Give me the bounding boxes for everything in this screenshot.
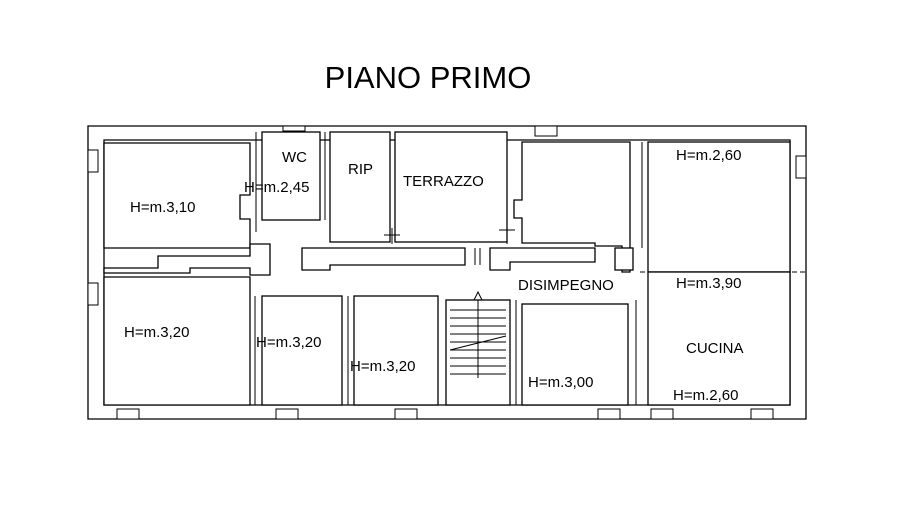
height-wc: H=m.2,45 xyxy=(244,179,309,196)
height-bottom-second: H=m.3,20 xyxy=(256,334,321,351)
room-top-right xyxy=(647,141,791,273)
window-left-lower xyxy=(87,282,99,306)
corridor-wall-mid xyxy=(301,247,466,271)
corridor-pillar xyxy=(614,247,634,271)
door-marks xyxy=(384,222,515,244)
height-disimpegno-right: H=m.3,90 xyxy=(676,275,741,292)
height-bottom-third: H=m.3,20 xyxy=(350,358,415,375)
stair-rail xyxy=(464,248,491,265)
room-terrazzo xyxy=(394,131,508,243)
window-bottom-3 xyxy=(394,408,418,420)
label-disimpegno: DISIMPEGNO xyxy=(518,277,614,294)
height-top-right: H=m.2,60 xyxy=(676,147,741,164)
label-cucina: CUCINA xyxy=(686,340,744,357)
label-wc: WC xyxy=(282,149,307,166)
room-bottom-left xyxy=(103,276,251,406)
height-bottom-left: H=m.3,20 xyxy=(124,324,189,341)
window-bottom-5 xyxy=(650,408,674,420)
window-left-upper xyxy=(87,149,99,173)
window-bottom-4 xyxy=(597,408,621,420)
room-rip xyxy=(329,131,391,243)
stair-treads xyxy=(449,290,507,378)
label-rip: RIP xyxy=(348,161,373,178)
room-bottom-third xyxy=(353,295,439,406)
room-top-left xyxy=(103,142,251,249)
window-top-wc xyxy=(282,125,306,132)
corridor-wall-left xyxy=(103,243,271,276)
room-bottom-second xyxy=(261,295,343,406)
window-bottom-2 xyxy=(275,408,299,420)
window-right-upper xyxy=(795,155,807,179)
room-bottom-fourth xyxy=(521,303,629,406)
room-cucina xyxy=(647,271,791,406)
window-top-mid xyxy=(534,125,558,137)
window-bottom-6 xyxy=(750,408,774,420)
window-bottom-1 xyxy=(116,408,140,420)
plan-title: PIANO PRIMO xyxy=(325,60,532,95)
room-upper-mid-right xyxy=(513,141,631,273)
height-cucina: H=m.2,60 xyxy=(673,387,738,404)
corridor-wall-right xyxy=(489,247,596,271)
label-terrazzo: TERRAZZO xyxy=(403,173,484,190)
height-bottom-fourth: H=m.3,00 xyxy=(528,374,593,391)
room-wc xyxy=(261,131,321,221)
height-top-left: H=m.3,10 xyxy=(130,199,195,216)
